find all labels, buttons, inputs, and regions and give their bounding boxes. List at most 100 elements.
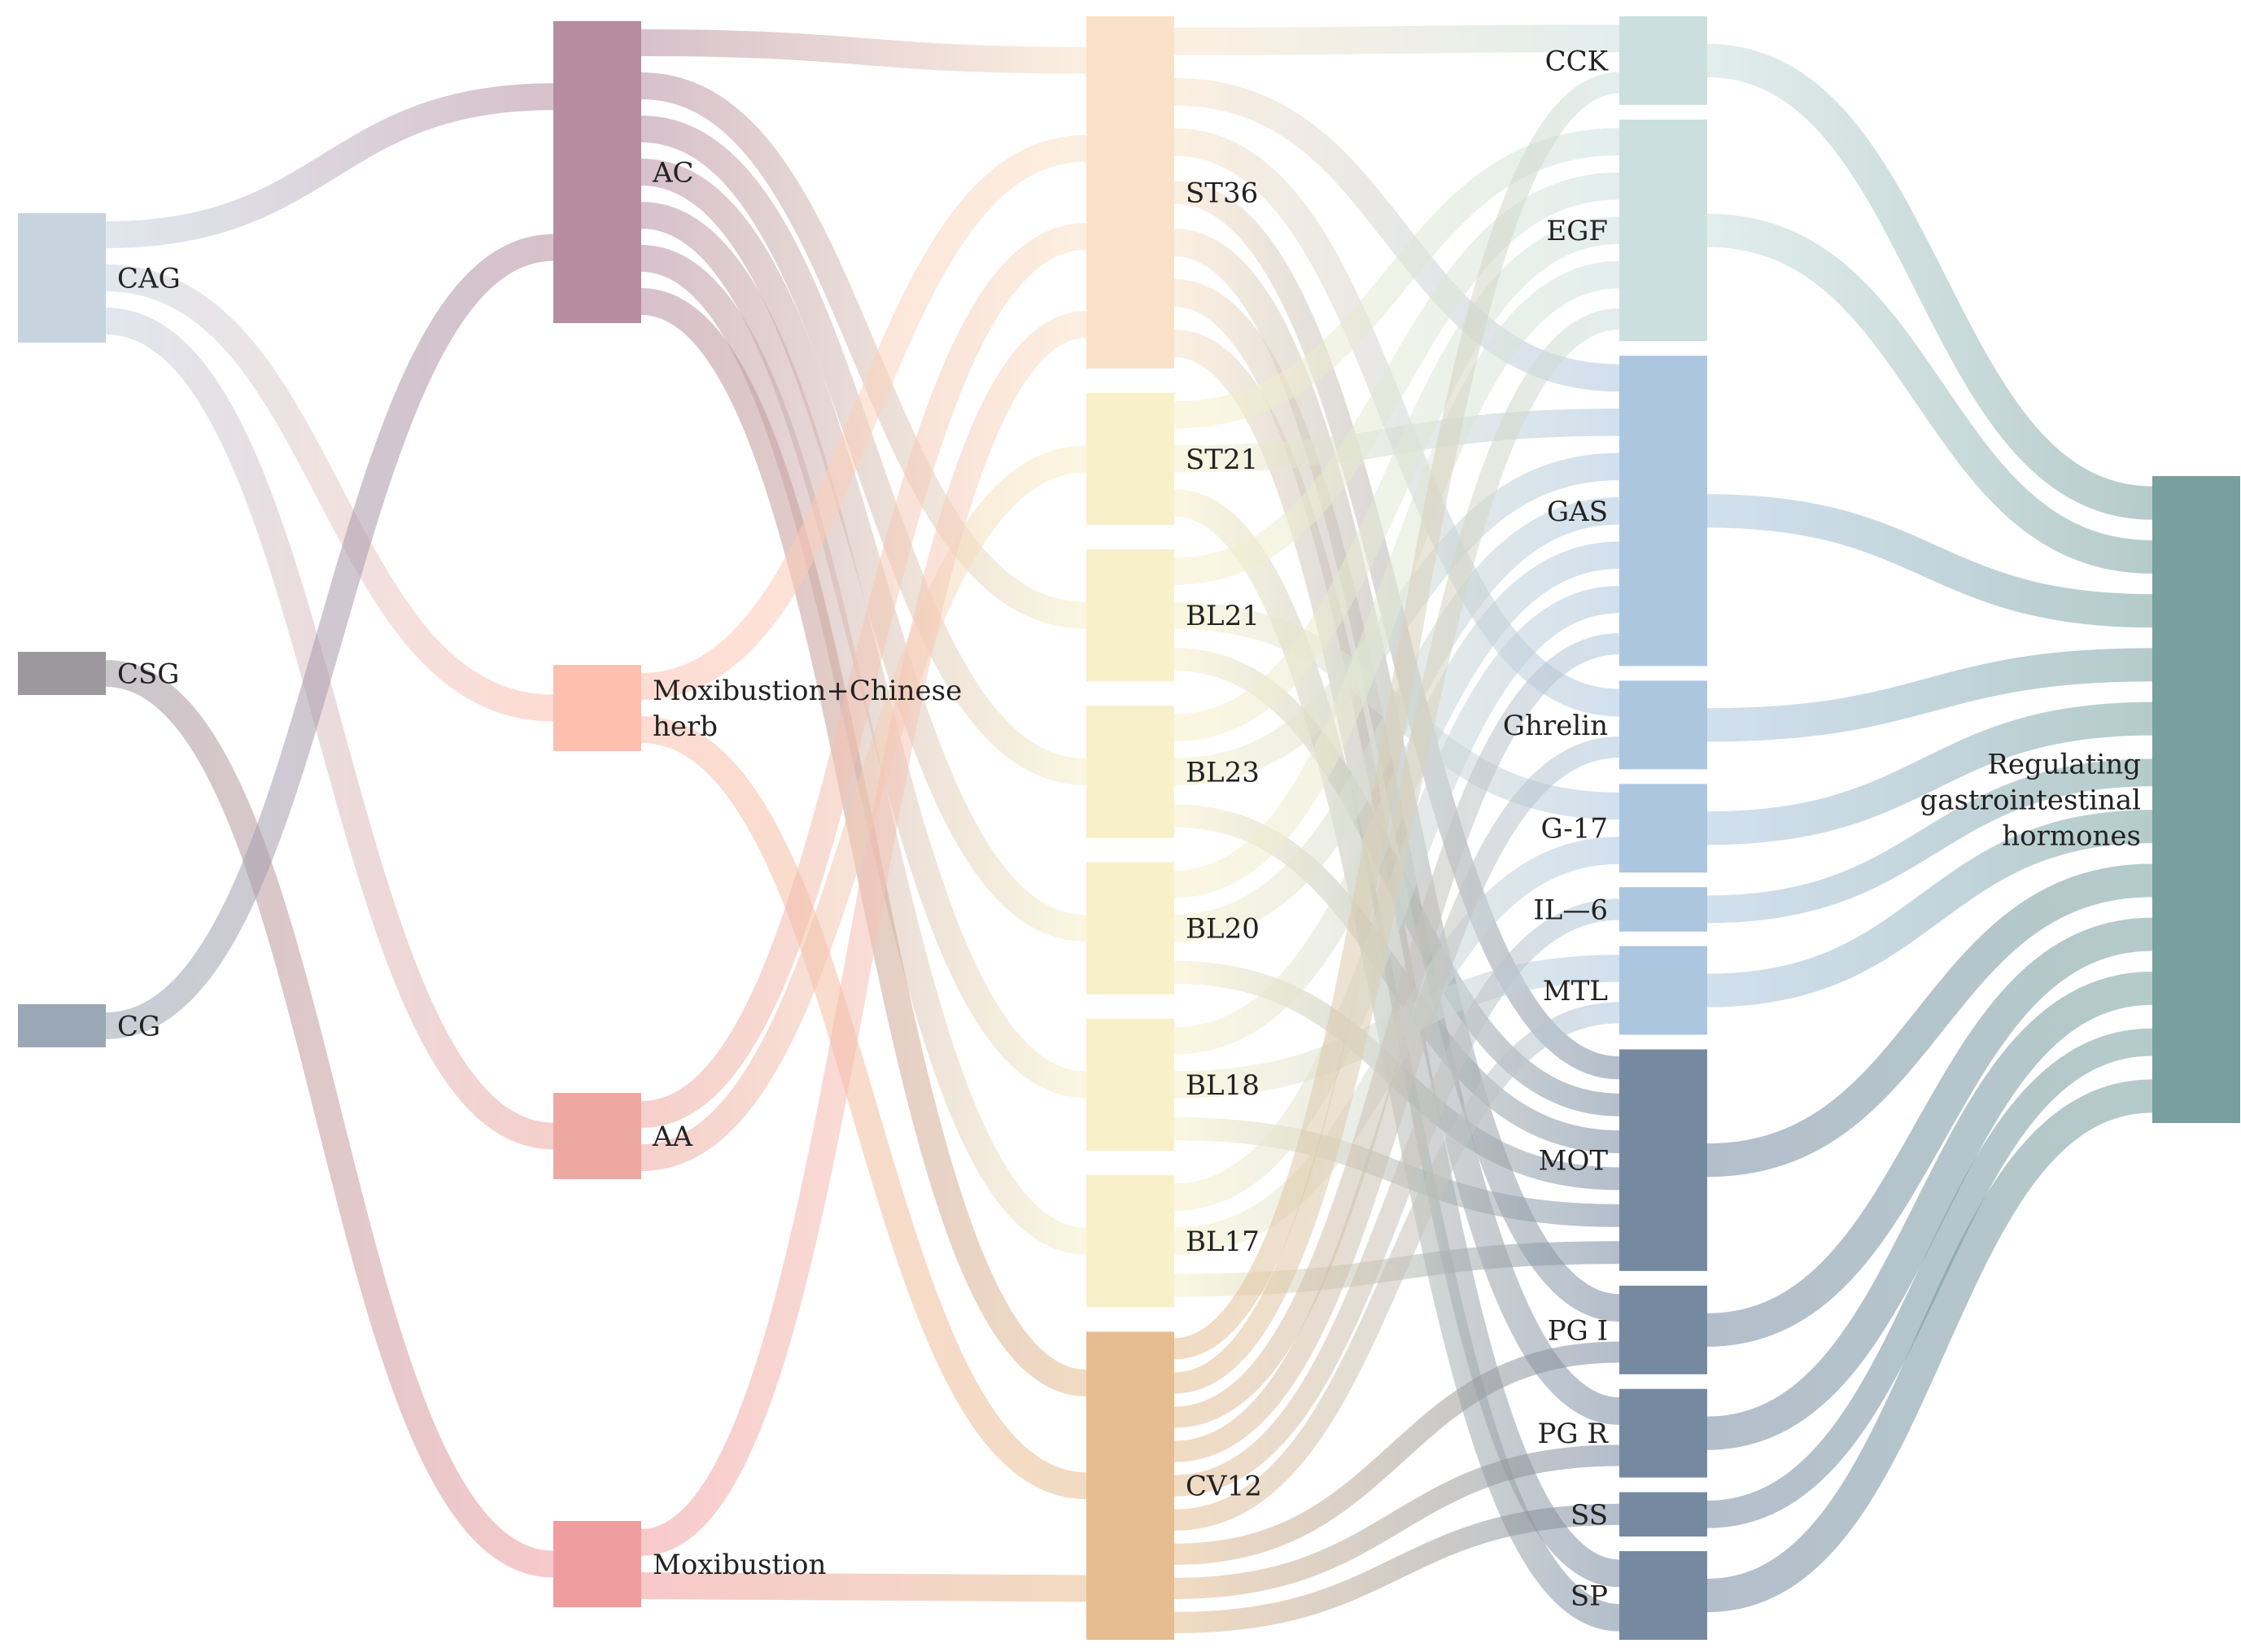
node-MTL [1619,946,1707,1035]
link-AC-BL17 [640,245,1087,1255]
link-G17-RGH [1706,701,2153,846]
node-BL21 [1086,549,1174,682]
link-MCH-ST36 [640,134,1087,700]
link-CV12-MTL [1173,1002,1620,1531]
node-AA [553,1093,641,1179]
node-BL23 [1086,706,1174,838]
link-MOX-CV12 [640,1572,1087,1602]
link-MOT-RGH [1706,863,2153,1178]
node-label-G17: G-17 [1540,813,1608,846]
link-GAS-RGH [1706,494,2153,628]
node-CV12 [1086,1331,1174,1640]
link-PGR-RGH [1706,971,2153,1450]
node-PGI [1619,1285,1707,1374]
node-BL17 [1086,1175,1174,1308]
node-label-SS: SS [1570,1499,1608,1532]
link-ST36-Ghrelin [1173,128,1620,717]
node-PGR [1619,1388,1707,1478]
node-label-AC: AC [652,157,694,190]
node-label-BL23: BL23 [1186,756,1260,789]
link-BL20-EGF [1173,260,1620,898]
node-IL6 [1619,887,1707,932]
link-Ghrelin-RGH [1706,648,2153,742]
link-CV12-Ghrelin [1173,736,1620,1462]
node-BL18 [1086,1018,1174,1152]
node-CG [18,1004,106,1047]
node-label-BL17: BL17 [1186,1226,1260,1258]
link-CSG-MOX [105,660,554,1578]
link-EGF-RGH [1706,213,2153,574]
node-EGF [1619,119,1707,342]
link-BL21-EGF [1173,172,1620,585]
link-SP-RGH [1706,1079,2153,1613]
node-MOT [1619,1049,1707,1271]
node-label-PGI: PG I [1548,1314,1608,1347]
node-label-CV12: CV12 [1186,1471,1262,1503]
node-ST21 [1086,392,1174,525]
link-IL6-RGH [1706,758,2153,924]
node-G17 [1619,784,1707,873]
sankey-links [105,24,2153,1634]
link-CV12-PGR [1173,1444,1620,1599]
node-CSG [18,652,106,695]
node-MOX [553,1521,641,1607]
link-ST36-CCK [1173,24,1620,55]
node-label-BL18: BL18 [1186,1069,1260,1102]
link-CV12-EGF [1173,308,1620,1394]
link-CCK-RGH [1706,43,2153,520]
node-label-SP: SP [1570,1580,1608,1613]
node-label-CAG: CAG [117,263,181,295]
node-label-CG: CG [117,1011,160,1043]
link-MCH-CV12 [640,716,1087,1500]
node-label-CCK: CCK [1545,46,1609,78]
node-label-AA: AA [652,1121,693,1153]
link-AC-ST36 [640,29,1087,74]
node-CAG [18,213,106,343]
node-label-EGF: EGF [1546,215,1608,247]
node-label-BL21: BL21 [1186,600,1260,632]
link-CAG-MCH [105,264,554,722]
node-RGH [2152,476,2240,1123]
link-CV12-CCK [1173,72,1620,1360]
node-BL20 [1086,862,1174,994]
link-ST36-SP [1173,329,1621,1588]
link-SS-RGH [1706,1028,2153,1528]
node-SP [1619,1551,1707,1640]
link-PGI-RGH [1706,917,2153,1347]
sankey-nodes [18,16,2240,1640]
node-label-MTL: MTL [1543,975,1608,1007]
link-CAG-AA [105,308,554,1150]
link-CG-AC [105,234,554,1039]
link-MTL-RGH [1706,810,2153,1007]
node-AC [553,21,641,323]
link-AA-ST36 [640,223,1087,1128]
node-label-MOX: Moxibustion [653,1549,826,1581]
node-label-MOT: MOT [1539,1145,1609,1178]
node-SS [1619,1492,1707,1537]
node-label-PGR: PG R [1538,1418,1610,1450]
node-label-CSG: CSG [117,658,179,691]
link-AC-BL20 [640,159,1087,942]
link-AA-ST21 [640,445,1087,1171]
link-CV12-GAS [1173,633,1620,1428]
link-CV12-PGI [1173,1341,1620,1565]
link-BL18-GAS [1173,541,1620,1055]
link-AC-BL21 [640,72,1087,629]
link-CV12-SS [1173,1503,1620,1634]
node-label-GAS: GAS [1547,496,1608,528]
link-CV12-IL6 [1173,898,1620,1497]
node-label-ST21: ST21 [1186,444,1258,476]
node-MCH [553,665,641,751]
node-label-Ghrelin: Ghrelin [1503,710,1608,742]
node-GAS [1619,356,1707,666]
node-CCK [1619,16,1707,105]
node-label-ST36: ST36 [1186,177,1258,209]
node-label-IL6: IL—6 [1533,894,1608,926]
link-BL23-EGF [1173,216,1620,742]
link-ST21-GAS [1173,409,1620,473]
node-Ghrelin [1619,680,1707,770]
